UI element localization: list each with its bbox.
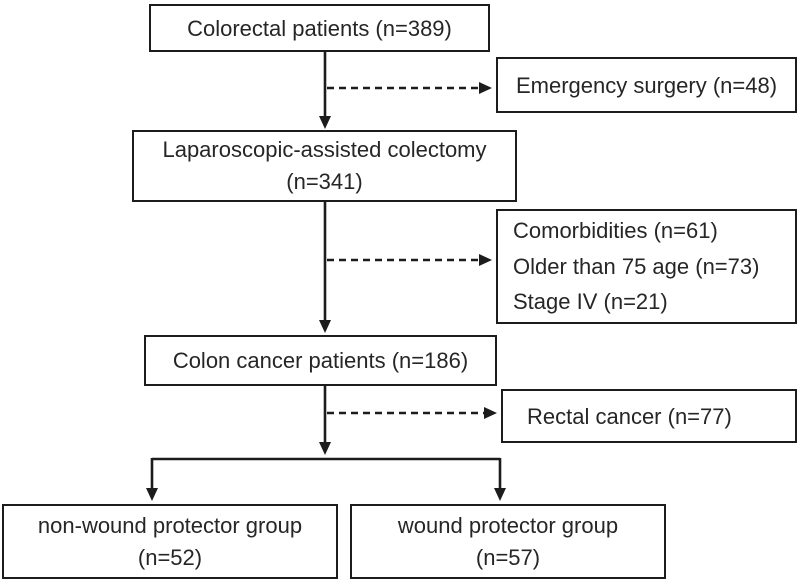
box-label-line1: non-wound protector group — [37, 512, 303, 538]
box-label-line2: (n=57) — [475, 544, 541, 570]
box-label-line1: Laparoscopic-assisted colectomy — [162, 137, 487, 163]
box-colorectal-patients: Colorectal patients (n=389) — [149, 4, 490, 52]
box-exclusions: Comorbidities (n=61) Older than 75 age (… — [496, 209, 797, 324]
box-label-line3: Stage IV (n=21) — [513, 289, 668, 315]
box-label: Colorectal patients (n=389) — [187, 15, 452, 41]
box-label-line2: (n=341) — [286, 169, 363, 194]
box-label: Rectal cancer (n=77) — [527, 403, 732, 429]
box-label-line2: (n=52) — [137, 544, 203, 570]
box-label-line1: wound protector group — [397, 512, 619, 538]
box-laparoscopic-colectomy: Laparoscopic-assisted colectomy (n=341) — [132, 130, 517, 202]
box-label-line1: Comorbidities (n=61) — [513, 218, 718, 244]
box-emergency-surgery: Emergency surgery (n=48) — [496, 57, 797, 113]
box-label: Emergency surgery (n=48) — [515, 72, 778, 98]
box-wound-protector-group: wound protector group (n=57) — [350, 504, 666, 579]
box-non-wound-protector-group: non-wound protector group (n=52) — [2, 504, 338, 579]
box-rectal-cancer: Rectal cancer (n=77) — [501, 389, 797, 443]
box-colon-cancer-patients: Colon cancer patients (n=186) — [144, 335, 497, 386]
box-label: Colon cancer patients (n=186) — [172, 348, 469, 373]
box-label-line2: Older than 75 age (n=73) — [513, 253, 760, 279]
